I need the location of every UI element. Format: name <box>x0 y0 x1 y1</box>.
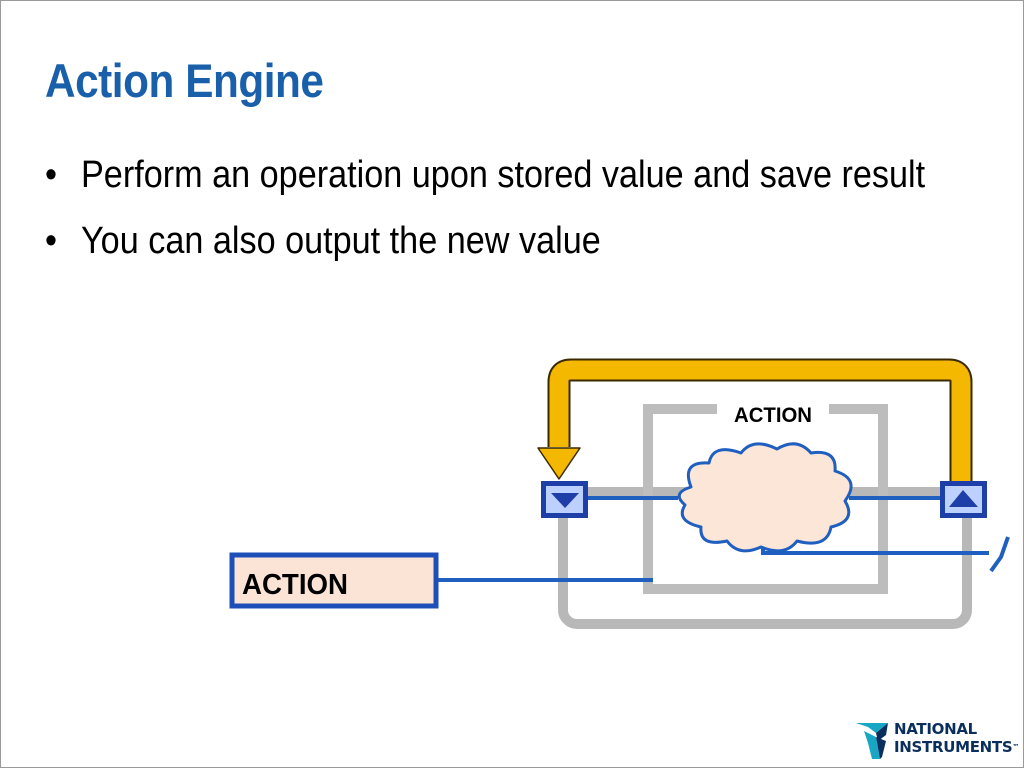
logo-wordmark: NATIONAL INSTRUMENTS™ <box>894 720 1019 756</box>
wire-output-break <box>989 536 1010 573</box>
bullet-item: • Perform an operation upon stored value… <box>45 149 945 201</box>
case-label-background <box>717 399 829 423</box>
logo-line-national: NATIONAL <box>894 720 977 738</box>
bullet-text: Perform an operation upon stored value a… <box>81 154 926 196</box>
bullet-item: • You can also output the new value <box>45 215 945 267</box>
logo-instruments-text: INSTRUMENTS <box>894 738 1013 756</box>
national-instruments-logo: NATIONAL INSTRUMENTS™ <box>856 719 1019 761</box>
bullet-marker: • <box>45 154 57 196</box>
bullet-marker: • <box>45 220 57 262</box>
feedback-arrow-shaft <box>549 360 971 485</box>
feedback-arrow-head <box>537 447 581 480</box>
ni-eagle-icon <box>856 723 888 759</box>
slide-title: Action Engine <box>45 54 324 107</box>
action-control <box>229 552 439 609</box>
bullet-list: • Perform an operation upon stored value… <box>45 149 1023 267</box>
operation-cloud <box>677 442 853 553</box>
case-selector-label: ACTION <box>734 404 812 427</box>
logo-line-instruments: INSTRUMENTS™ <box>894 738 1019 756</box>
up-arrow-icon <box>949 490 978 507</box>
bullet-text: You can also output the new value <box>81 220 601 262</box>
wire-output-value <box>761 545 989 555</box>
down-arrow-icon <box>551 493 579 508</box>
logo-trademark: ™ <box>1012 743 1020 751</box>
action-control-label: ACTION <box>242 569 348 601</box>
